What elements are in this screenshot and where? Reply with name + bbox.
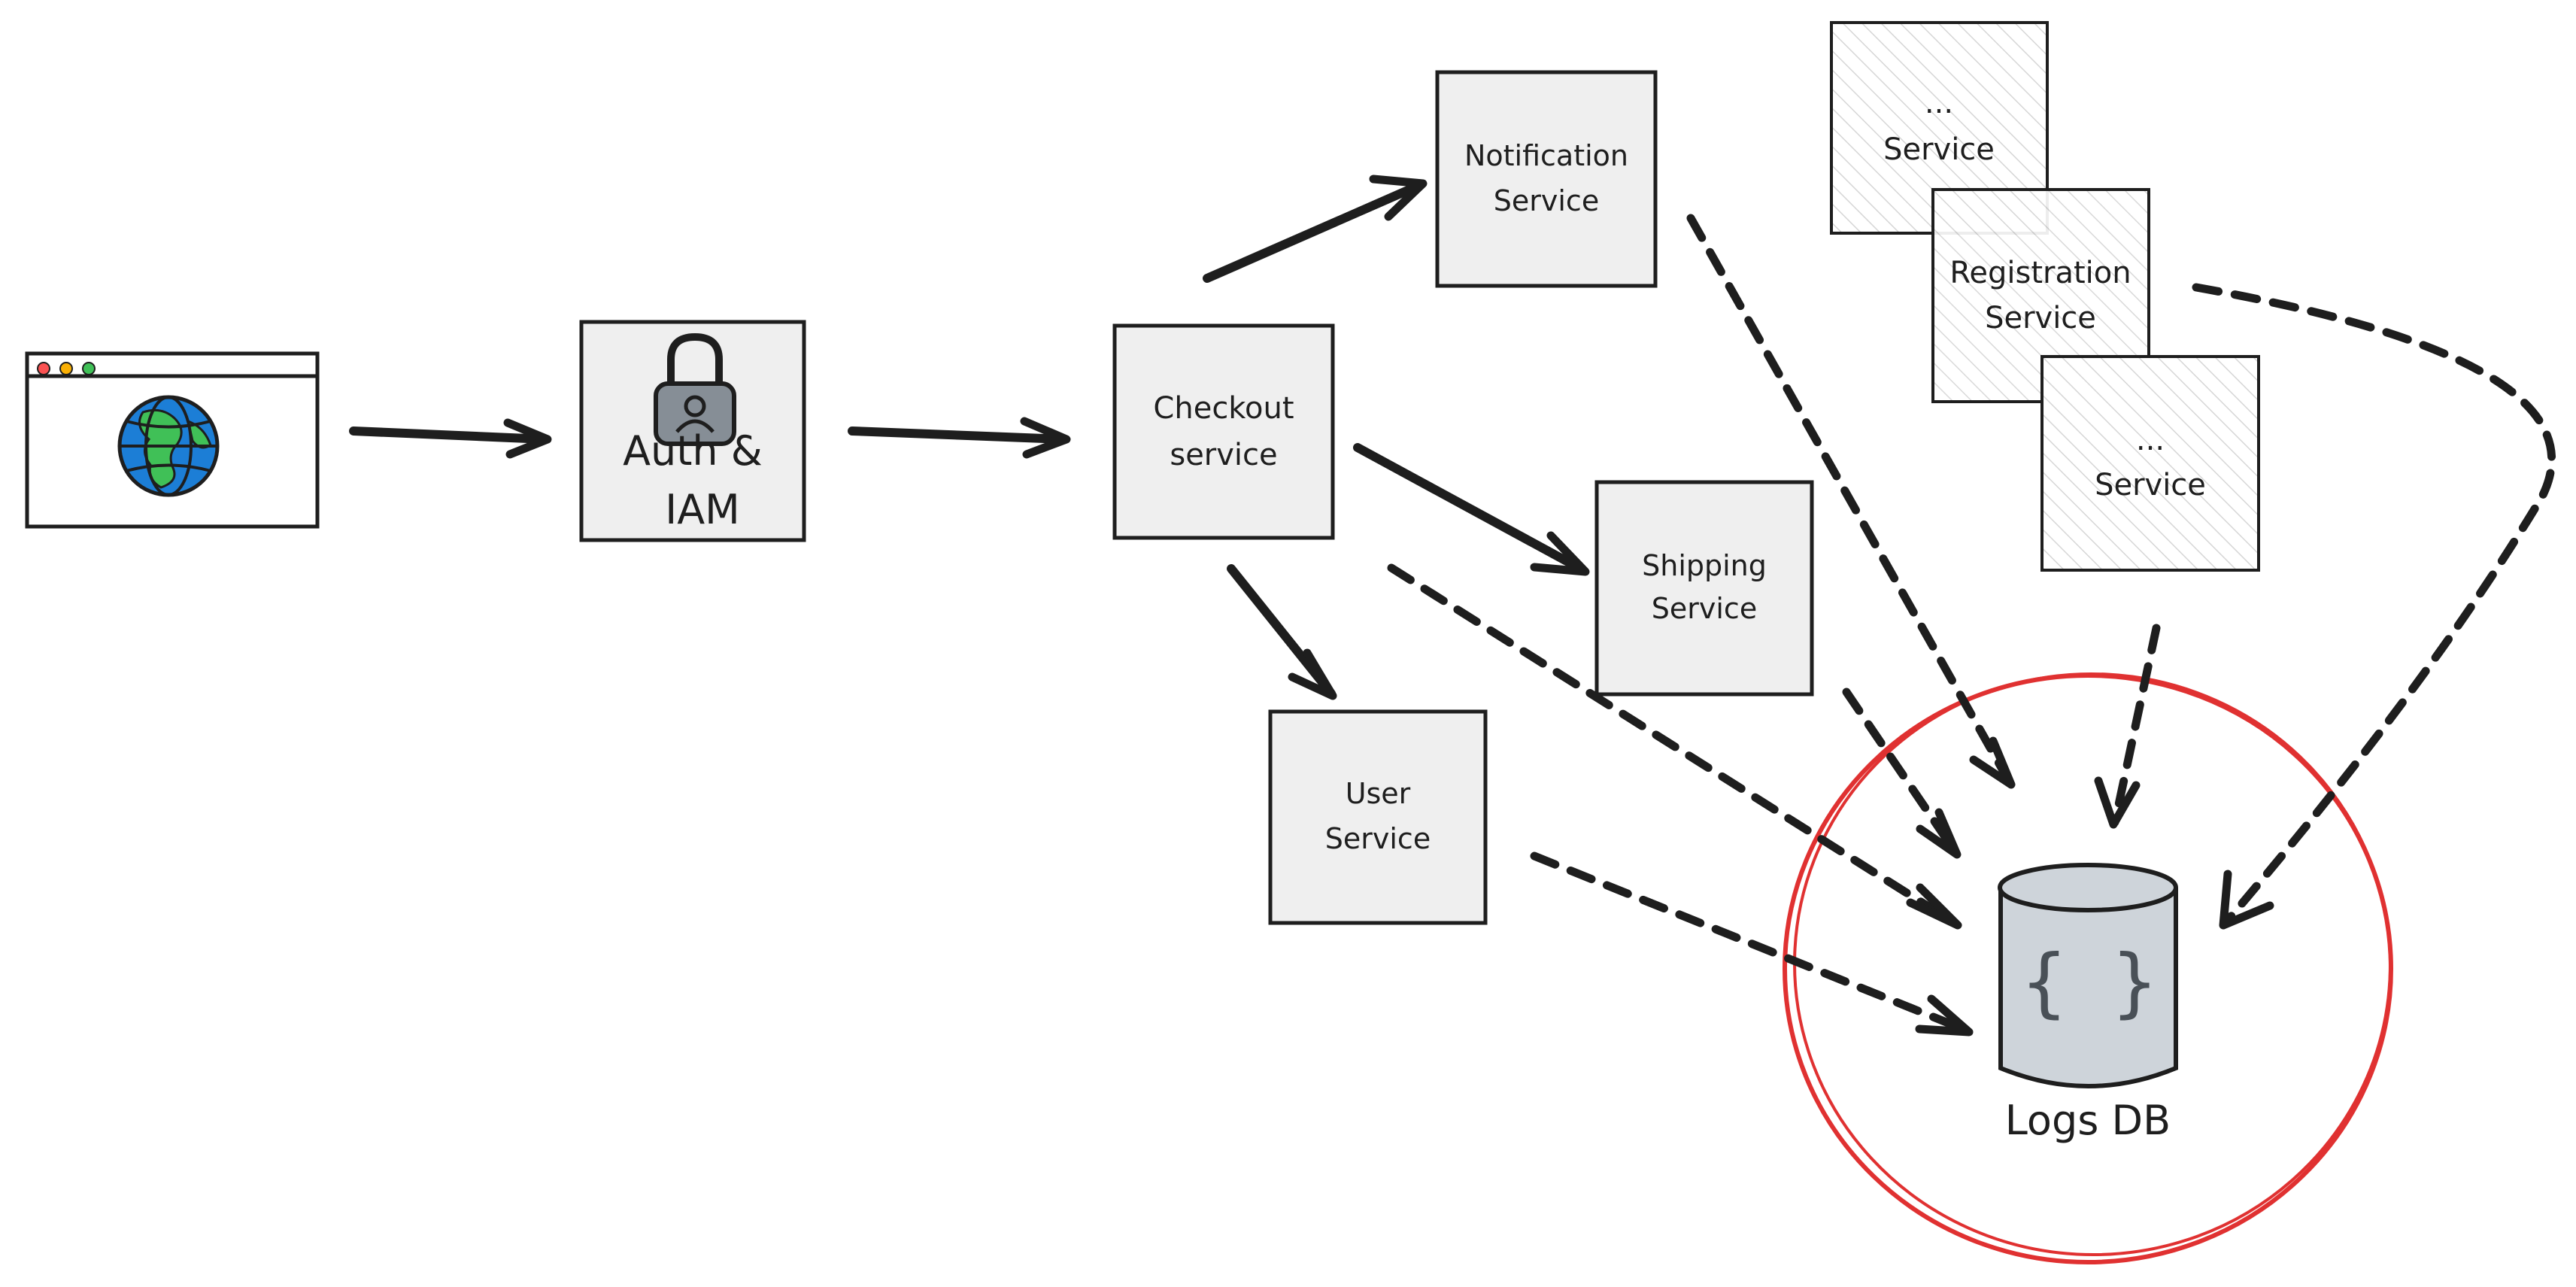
- browser-window-globe-icon: [25, 351, 320, 529]
- arrow-checkout-to-notification: [1203, 175, 1428, 283]
- auth-label-line2: IAM: [665, 486, 739, 533]
- globe-icon: [117, 395, 220, 497]
- arrow-checkout-to-user: [1227, 564, 1337, 700]
- other-service-top-line1: ...: [1925, 86, 1953, 120]
- other-service-bottom-node: ... Service: [2040, 355, 2260, 572]
- padlock-icon: [654, 332, 736, 446]
- arrow-checkout-to-logs: [1387, 563, 1962, 930]
- shipping-label-line1: Shipping: [1642, 549, 1767, 582]
- db-braces-text: { }: [2022, 938, 2158, 1026]
- arrow-auth-to-checkout: [848, 417, 1071, 459]
- shipping-service-node: Shipping Service: [1594, 480, 1814, 697]
- arrow-checkout-to-shipping: [1353, 443, 1590, 576]
- arrow-notification-to-logs: [1686, 214, 2016, 789]
- arrow-services-to-logs: [2094, 624, 2161, 829]
- other-service-bottom-line1: ...: [2136, 423, 2165, 457]
- logs-db-label: Logs DB: [2005, 1097, 2171, 1144]
- auth-iam-node: Auth & IAM: [579, 320, 806, 542]
- registration-label-line2: Service: [1985, 301, 2096, 335]
- user-service-node: User Service: [1268, 709, 1488, 925]
- json-database-icon: { }: [1998, 863, 2178, 1088]
- shipping-label-line2: Service: [1652, 592, 1757, 625]
- checkout-label-line2: service: [1170, 438, 1277, 472]
- other-service-top-line2: Service: [1883, 132, 1995, 167]
- other-service-bottom-line2: Service: [2095, 468, 2206, 502]
- user-label-line1: User: [1346, 777, 1411, 810]
- registration-label-line1: Registration: [1949, 256, 2131, 290]
- user-label-line2: Service: [1325, 822, 1431, 855]
- arrow-browser-to-auth: [349, 418, 552, 459]
- notification-service-node: Notification Service: [1435, 70, 1658, 288]
- logs-db-node: { } Logs DB: [1998, 863, 2178, 1144]
- arrow-registration-to-logs: [2192, 283, 2556, 930]
- checkout-service-node: Checkout service: [1112, 323, 1335, 540]
- arrow-user-to-logs: [1530, 851, 1974, 1037]
- arrow-shipping-to-logs: [1842, 688, 1962, 859]
- notification-label-line2: Service: [1494, 184, 1599, 217]
- highlight-circle: [1783, 672, 2393, 1264]
- checkout-label-line1: Checkout: [1153, 391, 1294, 426]
- notification-label-line1: Notification: [1464, 139, 1628, 172]
- auth-label-line1: Auth &: [623, 427, 763, 475]
